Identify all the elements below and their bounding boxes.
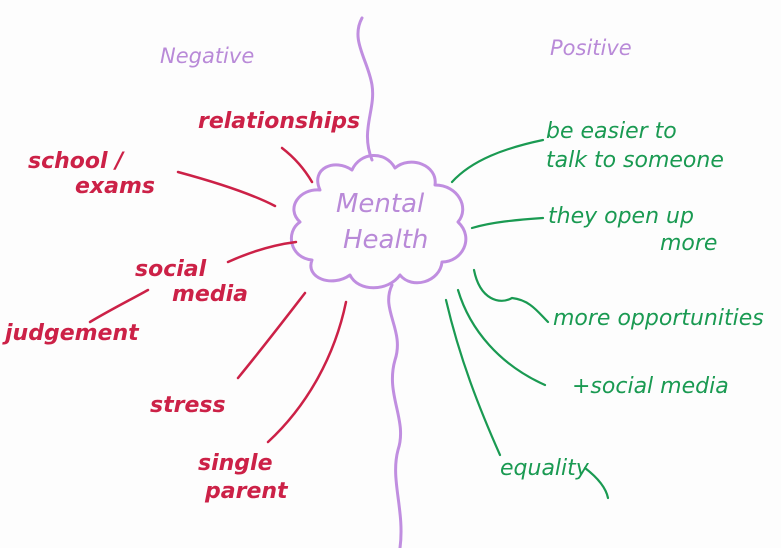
label-school-line1: school / <box>28 149 125 174</box>
connector-judgement <box>88 288 150 324</box>
label-social-line1: social <box>135 257 207 282</box>
mental-health-cloud <box>290 154 468 290</box>
label-judgement: judgement <box>2 321 140 346</box>
label-open-line1: they open up <box>548 204 694 229</box>
label-stress: stress <box>150 393 226 418</box>
connector-social-media <box>226 240 298 264</box>
connector-stress <box>236 291 307 380</box>
label-easier-line2: talk to someone <box>546 148 724 173</box>
negative-heading: Negative <box>160 44 254 68</box>
connector-single-parent <box>266 300 348 444</box>
label-open-line2: more <box>660 231 717 256</box>
label-relationships: relationships <box>198 109 360 134</box>
positive-heading: Positive <box>550 36 632 60</box>
center-title-line2: Health <box>343 225 428 255</box>
label-equality: equality <box>500 456 590 481</box>
connector-equality <box>444 298 502 457</box>
connector-equality-tail <box>583 466 610 500</box>
connector-school <box>176 170 277 208</box>
divider-line-top <box>356 16 375 162</box>
center-title-line1: Mental <box>336 189 425 219</box>
label-school-line2: exams <box>75 174 155 199</box>
connector-social-media <box>456 288 547 387</box>
connector-open-up <box>470 216 545 230</box>
label-opportunities: more opportunities <box>553 306 764 331</box>
label-social-media: +social media <box>572 374 729 399</box>
connector-easier <box>450 138 545 184</box>
label-single-line1: single <box>198 451 273 476</box>
label-easier-line1: be easier to <box>546 119 677 144</box>
label-single-line2: parent <box>204 479 289 504</box>
connector-opportunities <box>472 268 550 324</box>
divider-line-bottom <box>387 283 403 548</box>
label-social-line2: media <box>172 282 248 307</box>
connector-relationships <box>280 146 314 184</box>
